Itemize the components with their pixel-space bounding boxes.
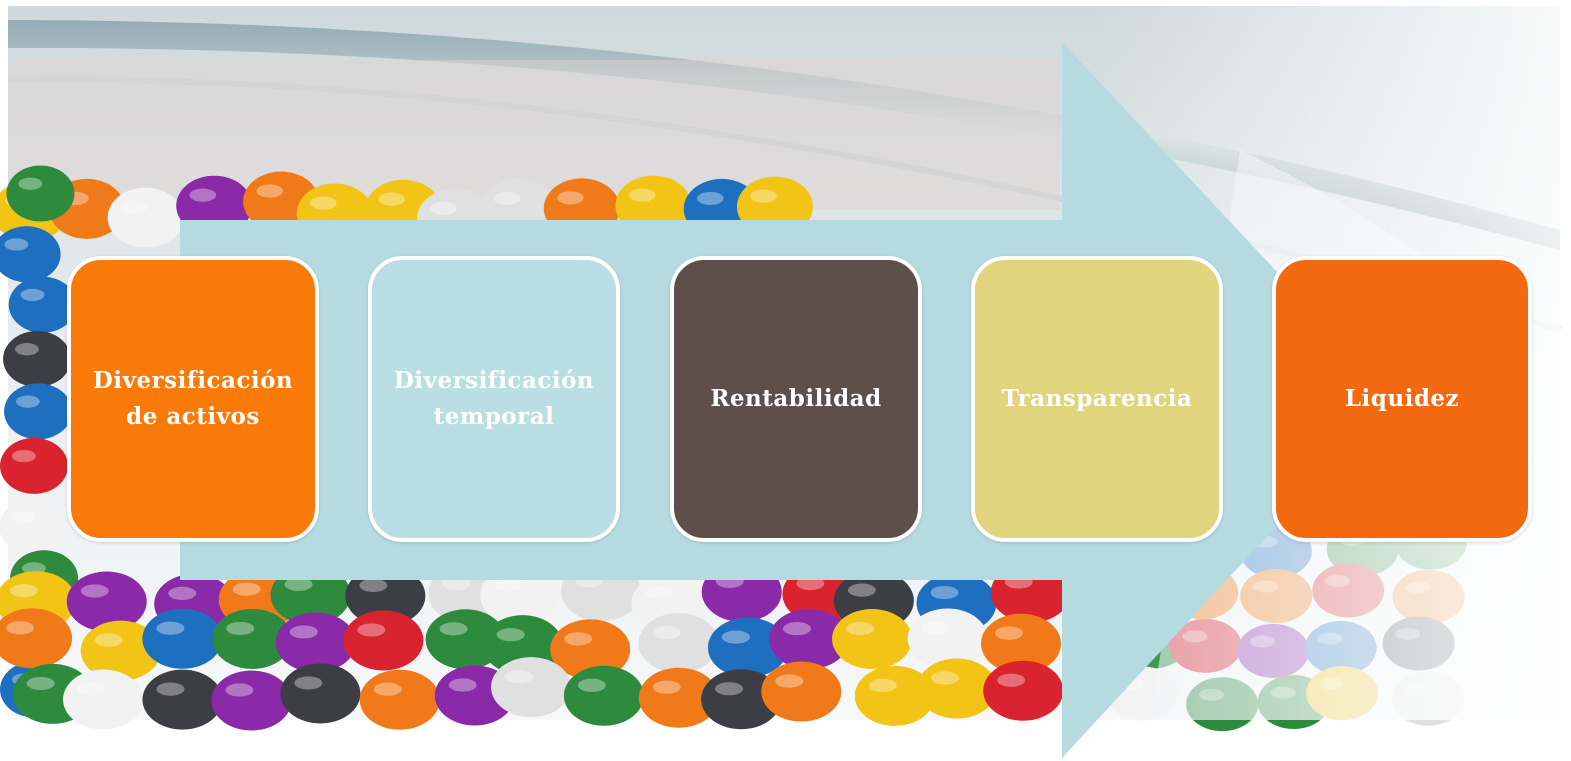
step-label-1: Diversificación de activos (92, 367, 294, 430)
step-card-5: Liquidez (1272, 256, 1532, 542)
step-card-4: Transparencia (971, 256, 1223, 542)
step-card-2: Diversificación temporal (368, 256, 620, 542)
step-label-5: Liquidez (1344, 385, 1460, 412)
step-card-1: Diversificación de activos (67, 256, 319, 542)
step-label-4: Transparencia (1001, 385, 1193, 412)
step-label-3: Rentabilidad (710, 385, 882, 412)
step-label-2: Diversificación temporal (393, 367, 595, 430)
step-card-3: Rentabilidad (670, 256, 922, 542)
